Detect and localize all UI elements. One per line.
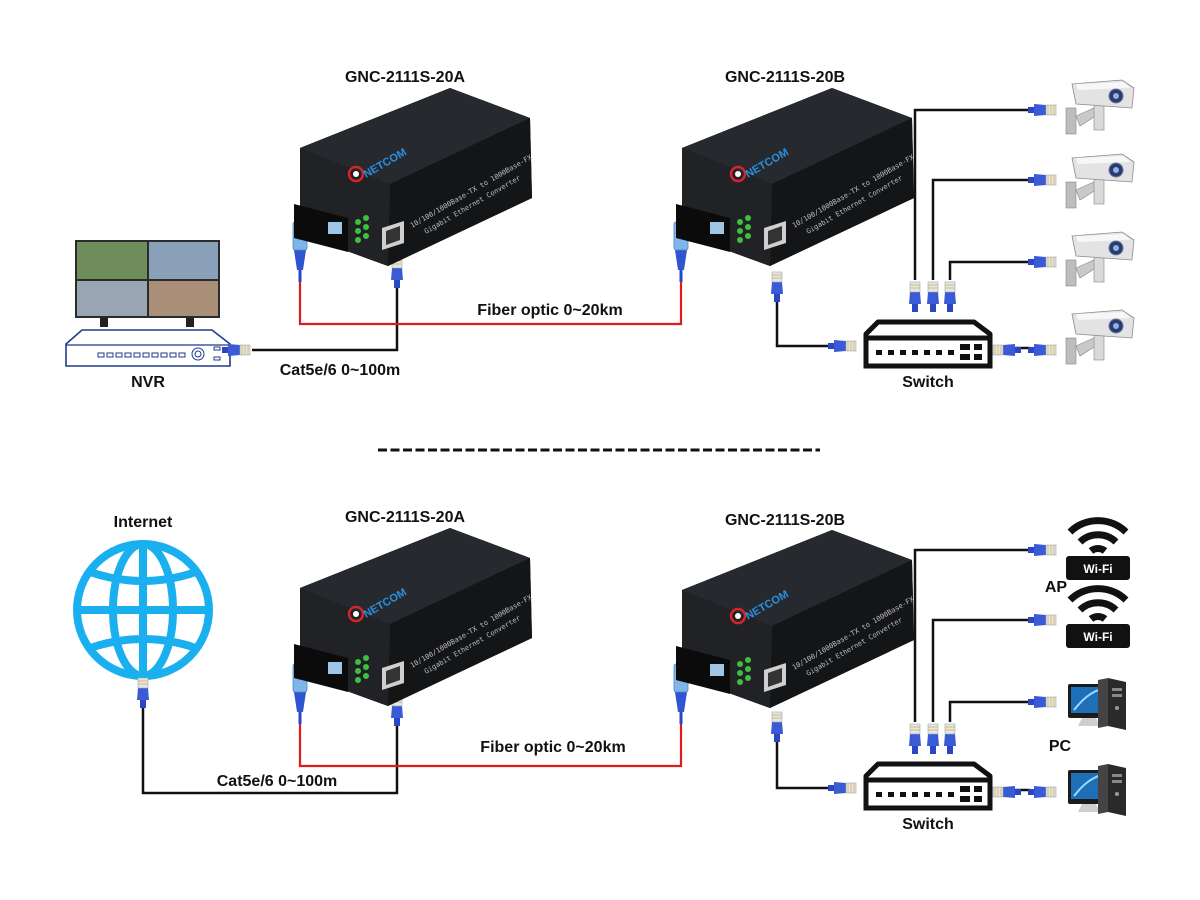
copper-cable-switch — [775, 736, 832, 790]
wifi-ap-icon: Wi-Fi — [1066, 589, 1130, 648]
nvr-monitor — [75, 240, 220, 327]
switch-icon — [866, 764, 990, 808]
copper-cable-nvr — [252, 280, 399, 352]
fiber-cable — [298, 282, 683, 326]
rj45-connector-icon — [926, 723, 940, 755]
copper-cable-internet — [141, 700, 399, 795]
rj45-connector-icon — [1027, 255, 1057, 269]
rj45-connector-icon — [908, 281, 922, 313]
rj45-connector-icon — [992, 343, 1022, 357]
media-converter-a: NETCOM 10/100/1000Base-TX to 1000Base-FX… — [292, 526, 534, 708]
rj45-connector-icon — [827, 781, 857, 795]
copper-cable-switch — [775, 296, 832, 348]
fiber-cable — [298, 720, 683, 768]
ap-label: AP — [1045, 579, 1068, 596]
camera-icon — [1065, 79, 1135, 135]
rj45-connector-icon — [1027, 543, 1057, 557]
rj45-connector-icon — [908, 723, 922, 755]
pc-icon — [1067, 677, 1127, 731]
rj45-connector-icon — [827, 339, 857, 353]
media-converter-b: NETCOM 10/100/1000Base-TX to 1000Base-FX… — [674, 86, 916, 268]
fiber-label: Fiber optic 0~20km — [477, 302, 622, 319]
switch-icon — [866, 322, 990, 366]
globe-icon — [73, 540, 213, 680]
camera-icon — [1065, 309, 1135, 365]
media-converter-a: NETCOM 10/100/1000Base-TX to 1000Base-FX… — [292, 86, 534, 268]
rj45-connector-icon — [770, 271, 784, 303]
rj45-connector-icon — [770, 711, 784, 743]
camera-icon — [1065, 153, 1135, 209]
bottom-diagram: Internet Cat5e/6 0~100m Fiber optic 0~20… — [73, 509, 1130, 833]
nvr-label: NVR — [131, 374, 165, 391]
top-diagram: NVR Cat5e/6 0~100m Fiber optic 0~20km GN… — [65, 69, 1135, 391]
rj45-connector-icon — [943, 723, 957, 755]
rj45-connector-icon — [1027, 785, 1057, 799]
rj45-connector-icon — [1027, 173, 1057, 187]
pc-icon — [1067, 763, 1127, 817]
converter-b-model: GNC-2111S-20B — [725, 512, 845, 529]
fiber-label: Fiber optic 0~20km — [480, 739, 625, 756]
rj45-connector-icon — [992, 785, 1022, 799]
rj45-connector-icon — [926, 281, 940, 313]
switch-label: Switch — [902, 374, 954, 391]
rj45-connector-icon — [1027, 695, 1057, 709]
wifi-badge: Wi-Fi — [1083, 630, 1112, 644]
internet-label: Internet — [114, 514, 173, 531]
wifi-badge: Wi-Fi — [1083, 562, 1112, 576]
rj45-connector-icon — [1027, 343, 1057, 357]
rj45-connector-icon — [1027, 103, 1057, 117]
rj45-connector-icon — [136, 677, 150, 709]
converter-b-model: GNC-2111S-20B — [725, 69, 845, 86]
nvr-icon — [65, 329, 231, 367]
copper-label: Cat5e/6 0~100m — [280, 362, 401, 379]
converter-a-model: GNC-2111S-20A — [345, 509, 466, 526]
media-converter-b: NETCOM 10/100/1000Base-TX to 1000Base-FX… — [674, 528, 916, 710]
camera-cables — [913, 108, 1030, 350]
rj45-connector-icon — [943, 281, 957, 313]
converter-a-model: GNC-2111S-20A — [345, 69, 466, 86]
copper-label: Cat5e/6 0~100m — [217, 773, 338, 790]
pc-label: PC — [1049, 738, 1072, 755]
rj45-connector-icon — [1027, 613, 1057, 627]
wifi-ap-icon: Wi-Fi — [1066, 521, 1130, 580]
switch-label: Switch — [902, 816, 954, 833]
camera-icon — [1065, 231, 1135, 287]
